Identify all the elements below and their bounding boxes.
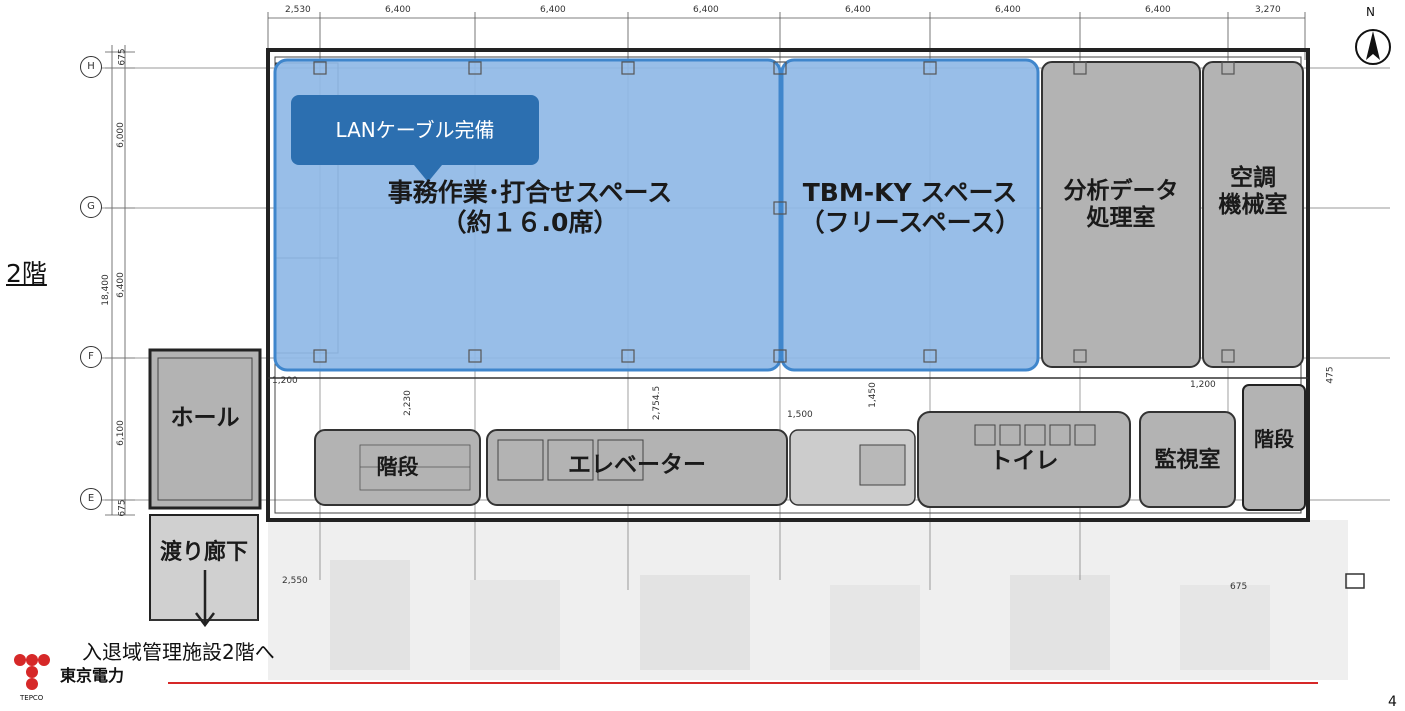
dim-misc-3: 2,230	[402, 390, 413, 416]
east-stairs-shape	[1242, 384, 1306, 511]
monitor-room-shape	[1139, 411, 1236, 508]
dim-left-4: 6,100	[115, 420, 126, 446]
bridge-caption: 入退域管理施設2階へ	[82, 640, 275, 664]
dim-misc-5: 1,500	[787, 410, 813, 420]
east-stairs-label: 階段	[1254, 427, 1294, 451]
hall-label: ホール	[170, 405, 240, 431]
tepco-logo-icon	[14, 654, 50, 690]
page-number: 4	[1388, 694, 1397, 710]
dim-left-2: 6,000	[115, 122, 126, 148]
footer-line	[168, 682, 1318, 684]
dim-top-4: 6,400	[693, 5, 719, 15]
dim-misc-7: 675	[1230, 582, 1248, 592]
lan-callout-text: LANケーブル完備	[335, 118, 495, 142]
columns	[313, 61, 1235, 363]
north-label: N	[1366, 5, 1375, 19]
office-space-title: 事務作業･打合せスペース	[387, 178, 673, 207]
dim-top-1: 2,530	[285, 5, 311, 15]
grid-label-g: G	[80, 196, 102, 218]
lan-callout	[291, 95, 539, 165]
dim-left-3: 6,400	[115, 272, 126, 298]
lan-callout-tail	[414, 165, 442, 182]
dim-top-5: 6,400	[845, 5, 871, 15]
dim-misc-2: 1,200	[1190, 380, 1216, 390]
floor-label: 2階	[6, 259, 47, 288]
dim-misc-8: 475	[1325, 366, 1336, 384]
grid-label-h: H	[80, 56, 102, 78]
company-name: 東京電力	[60, 666, 125, 685]
analysis-room-label: 分析データ 処理室	[1042, 178, 1200, 232]
analysis-room-shape	[1041, 61, 1201, 368]
monitor-room-label: 監視室	[1154, 448, 1221, 473]
hvac-room-label: 空調 機械室	[1203, 165, 1303, 219]
elevator-shape	[486, 429, 788, 506]
background-texture	[268, 520, 1348, 680]
dim-top-7: 6,400	[1145, 5, 1171, 15]
top-dimension-lines	[267, 12, 1306, 60]
dim-misc-4: 2,754.5	[652, 385, 663, 421]
bridge-label: 渡り廊下	[159, 540, 248, 565]
hvac-room-line1: 空調	[1230, 165, 1276, 191]
dim-top-6: 6,400	[995, 5, 1021, 15]
analysis-room-line1: 分析データ	[1063, 178, 1179, 204]
tbm-ky-subtitle: （フリースペース）	[799, 207, 1021, 237]
tbm-ky-highlight	[780, 58, 1040, 372]
grid-label-f: F	[80, 346, 102, 368]
company-sub: TEPCO	[20, 694, 44, 702]
dim-left-1: 675	[117, 48, 128, 66]
dim-top-3: 6,400	[540, 5, 566, 15]
analysis-room-line2: 処理室	[1086, 205, 1156, 232]
office-space-seats: （約１６.0席）	[441, 207, 619, 237]
west-stairs-label: 階段	[376, 455, 419, 479]
hvac-room-line2: 機械室	[1218, 192, 1288, 219]
dim-top-2: 6,400	[385, 5, 411, 15]
tbm-ky-label: TBM-KY スペース （フリースペース）	[785, 178, 1035, 237]
west-stairs-shape	[314, 429, 481, 506]
hall-shape	[148, 348, 262, 510]
dim-misc-1: 1,200	[272, 376, 298, 386]
building-outline	[266, 48, 1310, 522]
hvac-room-shape	[1202, 61, 1304, 368]
office-space-label: 事務作業･打合せスペース （約１６.0席）	[285, 178, 775, 237]
dim-bottom: 2,550	[282, 576, 308, 586]
dim-left-5: 675	[117, 499, 128, 517]
elevator-label: エレベーター	[568, 452, 706, 478]
toilet-label: トイレ	[989, 448, 1059, 474]
dim-misc-6: 1,450	[867, 382, 878, 408]
tbm-ky-title: TBM-KY スペース	[802, 178, 1018, 207]
grid-label-e: E	[80, 488, 102, 510]
dim-top-8: 3,270	[1255, 5, 1281, 15]
dim-left-total: 18,400	[100, 274, 111, 306]
scan-mark-icon	[1345, 573, 1365, 589]
toilet-shape	[917, 411, 1131, 508]
north-compass-icon	[1355, 29, 1391, 65]
